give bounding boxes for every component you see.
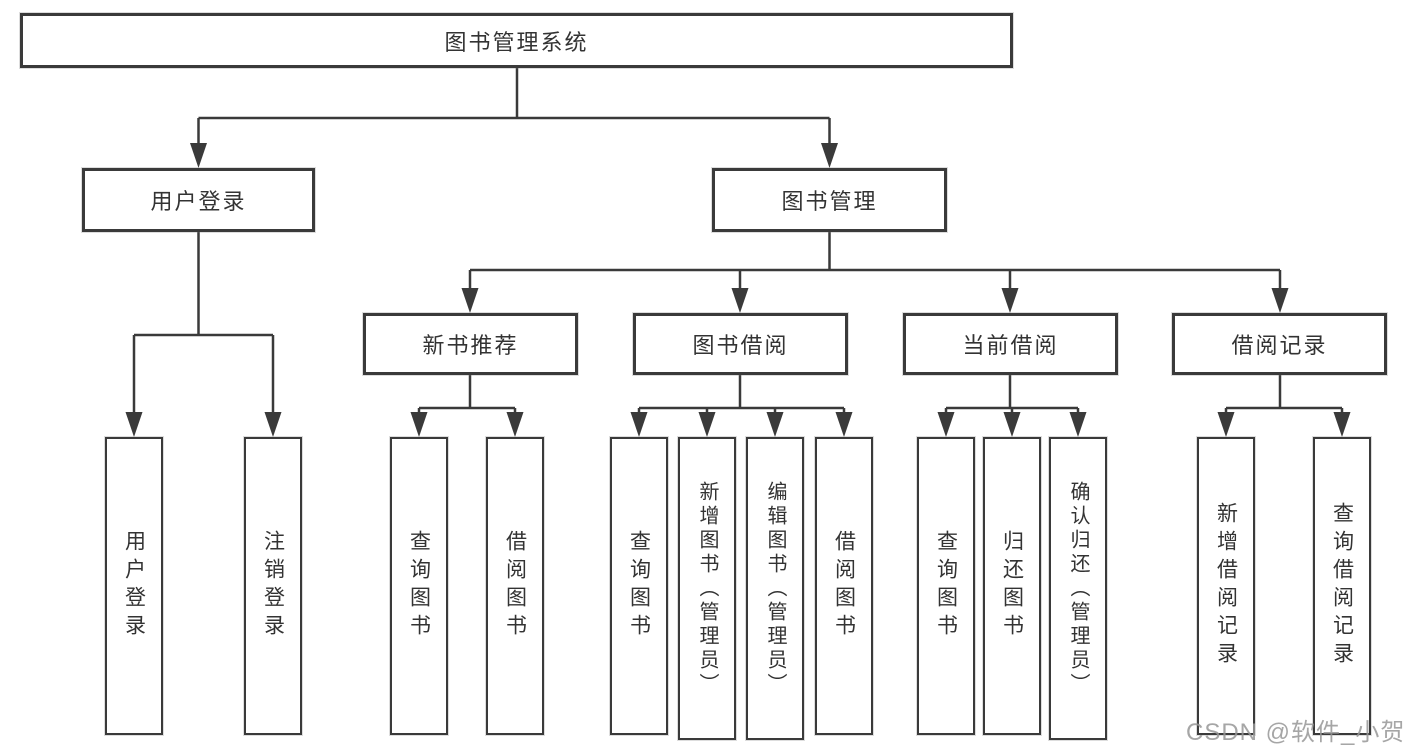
leaf-label: 新增借阅记录 — [1214, 502, 1238, 670]
node-leaf-add-borrow-record: 新增借阅记录 — [1197, 437, 1255, 735]
leaf-label: 借阅图书 — [503, 530, 527, 642]
leaf-label: 确认归还（管理员） — [1067, 480, 1089, 697]
leaf-label: 编辑图书（管理员） — [764, 480, 786, 697]
node-library-system: 图书管理系统 — [20, 13, 1013, 68]
node-leaf-borrow-books: 借阅图书 — [815, 437, 873, 735]
node-book-management: 图书管理 — [712, 168, 947, 232]
node-leaf-query-books-current: 查询图书 — [917, 437, 975, 735]
leaf-label: 注销登录 — [261, 530, 285, 642]
node-leaf-query-borrow-record: 查询借阅记录 — [1313, 437, 1371, 735]
leaf-label: 查询图书 — [934, 530, 958, 642]
node-leaf-borrow-books-recommend: 借阅图书 — [486, 437, 544, 735]
leaf-label: 借阅图书 — [832, 530, 856, 642]
node-leaf-return-books: 归还图书 — [983, 437, 1041, 735]
leaf-label: 归还图书 — [1000, 530, 1024, 642]
node-borrow-records: 借阅记录 — [1172, 313, 1387, 375]
leaf-label: 查询借阅记录 — [1330, 502, 1354, 670]
node-new-book-recommend: 新书推荐 — [363, 313, 578, 375]
csdn-watermark: CSDN @软件_小贺同学 — [1186, 719, 1405, 746]
leaf-label: 新增图书（管理员） — [696, 480, 718, 697]
node-leaf-confirm-return-admin: 确认归还（管理员） — [1049, 437, 1107, 740]
node-leaf-edit-books-admin: 编辑图书（管理员） — [746, 437, 804, 740]
node-book-borrow: 图书借阅 — [633, 313, 848, 375]
node-leaf-add-books-admin: 新增图书（管理员） — [678, 437, 736, 740]
leaf-label: 查询图书 — [627, 530, 651, 642]
leaf-label: 用户登录 — [122, 530, 146, 642]
node-leaf-logout: 注销登录 — [244, 437, 302, 735]
leaf-label: 查询图书 — [407, 530, 431, 642]
node-leaf-user-login: 用户登录 — [105, 437, 163, 735]
node-user-login: 用户登录 — [82, 168, 315, 232]
node-leaf-query-books-borrow: 查询图书 — [610, 437, 668, 735]
node-current-borrow: 当前借阅 — [903, 313, 1118, 375]
node-leaf-query-books-recommend: 查询图书 — [390, 437, 448, 735]
